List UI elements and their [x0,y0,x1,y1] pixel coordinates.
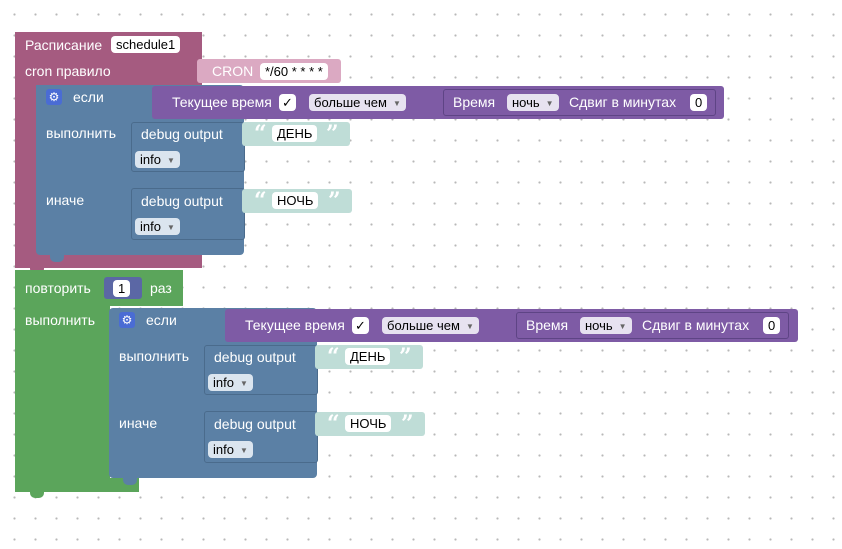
debug-output-label: debug output [214,416,296,432]
schedule-title: Расписание [25,37,103,53]
current-time-label: Текущее время [172,94,272,110]
cron-label: cron правило [25,63,111,79]
debug-level-dropdown[interactable]: info▼ [135,218,180,235]
repeat-footer [15,478,139,492]
current-time-checkbox[interactable]: ✓ [352,317,369,334]
else-label: иначе [119,415,158,431]
if-block-1-tab [50,254,64,262]
offset-label: Сдвиг в минутах [569,94,677,110]
offset-input[interactable]: 0 [690,94,708,111]
if-label: если [73,89,104,105]
time-value-dropdown[interactable]: ночь▼ [507,94,559,111]
debug-output-label: debug output [141,126,223,142]
close-quote-icon: ” [401,411,414,437]
repeat-label: повторить [25,280,91,296]
then-label: выполнить [46,125,116,141]
debug-level-dropdown[interactable]: info▼ [208,441,253,458]
if-block-2-tab [123,477,137,485]
repeat-tab [30,490,44,498]
repeat-block[interactable] [15,270,110,492]
repeat-count-input[interactable]: 1 [113,280,131,297]
time-block-1[interactable] [443,89,716,116]
debug-output-label: debug output [141,193,223,209]
open-quote-icon: “ [327,411,340,437]
schedule-name-field[interactable]: schedule1 [111,36,181,53]
times-label: раз [150,280,172,296]
open-quote-icon: “ [327,344,340,370]
repeat-header [15,270,183,306]
time-label: Время [453,94,496,110]
debug-output-label: debug output [214,349,296,365]
cron-value-field[interactable]: */60 * * * * [260,63,328,80]
current-time-label: Текущее время [245,317,345,333]
then-label: выполнить [119,348,189,364]
time-block-2[interactable] [516,312,789,339]
current-time-checkbox[interactable]: ✓ [279,94,296,111]
close-quote-icon: ” [399,344,412,370]
do-label: выполнить [25,312,95,328]
compare-dropdown[interactable]: больше чем▼ [382,317,479,334]
compare-dropdown[interactable]: больше чем▼ [309,94,406,111]
time-value-dropdown[interactable]: ночь▼ [580,317,632,334]
open-quote-icon: “ [254,121,267,147]
offset-label: Сдвиг в минутах [642,317,750,333]
gear-icon[interactable]: ⚙ [46,89,62,105]
text-field-day-2[interactable]: ДЕНЬ [345,348,391,365]
open-quote-icon: “ [254,188,267,214]
text-field-day-1[interactable]: ДЕНЬ [272,125,318,142]
else-label: иначе [46,192,85,208]
close-quote-icon: ” [328,188,341,214]
gear-icon[interactable]: ⚙ [119,312,135,328]
offset-input[interactable]: 0 [763,317,781,334]
if-label: если [146,312,177,328]
text-field-night-1[interactable]: НОЧЬ [272,192,319,209]
debug-level-dropdown[interactable]: info▼ [135,151,180,168]
close-quote-icon: ” [326,121,339,147]
text-field-night-2[interactable]: НОЧЬ [345,415,392,432]
cron-keyword: CRON [212,63,254,79]
time-label: Время [526,317,569,333]
debug-level-dropdown[interactable]: info▼ [208,374,253,391]
